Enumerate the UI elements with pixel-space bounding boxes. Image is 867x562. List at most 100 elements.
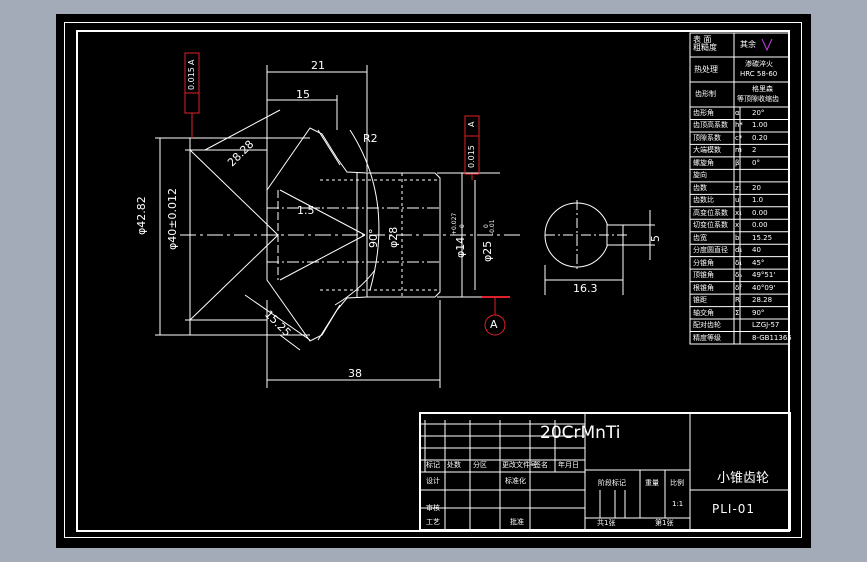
param-value: 0.00 bbox=[752, 208, 768, 217]
dim-angle-90: 90° bbox=[367, 228, 380, 249]
param-name: 轴交角 bbox=[693, 308, 714, 317]
tolerance-datum-right: A bbox=[467, 121, 476, 127]
dim-phi42-82: φ42.82 bbox=[135, 196, 148, 235]
param-symbol: δf bbox=[735, 283, 742, 292]
param-value: 0.00 bbox=[752, 221, 768, 230]
param-value: 1.00 bbox=[752, 121, 768, 130]
param-symbol: α bbox=[735, 109, 740, 117]
tb-design: 设计 bbox=[426, 477, 440, 485]
param-name: 齿顶高系数 bbox=[693, 121, 728, 130]
param-name: 锥距 bbox=[693, 296, 707, 305]
dim-21: 21 bbox=[311, 59, 325, 72]
param-symbol: m bbox=[735, 146, 742, 155]
tb-header-5: 年月日 bbox=[558, 461, 579, 469]
param-value: 20° bbox=[752, 109, 765, 117]
param-name: 切变位系数 bbox=[693, 221, 728, 230]
param-symbol: x₁ bbox=[735, 208, 742, 217]
param-name: 齿宽 bbox=[693, 233, 707, 242]
param-name: 螺旋角 bbox=[693, 158, 714, 167]
part-name: 小锥齿轮 bbox=[717, 471, 770, 486]
drawing-number: PLI-01 bbox=[712, 502, 756, 516]
dim-phi14: φ14 bbox=[454, 236, 467, 258]
param-value: 45° bbox=[752, 258, 765, 267]
param-value: 20 bbox=[752, 183, 761, 192]
param-name: 根锥角 bbox=[693, 283, 714, 292]
param-symbol: Σ bbox=[735, 308, 740, 317]
param-name: 分度圆直径 bbox=[693, 246, 728, 255]
param-symbol: u bbox=[735, 196, 740, 205]
tolerance-datum-left: A bbox=[187, 59, 196, 65]
dim-1-5: 1.5 bbox=[297, 204, 315, 217]
dim-phi28: φ28 bbox=[387, 226, 400, 248]
param-name: 顶隙系数 bbox=[693, 133, 721, 142]
param-symbol: d₁ bbox=[735, 246, 743, 255]
dim-phi25: φ25 bbox=[481, 240, 494, 262]
param-symbol: h* bbox=[735, 121, 743, 130]
param-name: 分锥角 bbox=[693, 258, 714, 267]
param-symbol: R bbox=[735, 296, 740, 305]
tb-process: 工艺 bbox=[426, 518, 440, 526]
tb-header-1: 处数 bbox=[447, 461, 461, 469]
tolerance-frame-left: 0.015 bbox=[187, 67, 196, 90]
param-name: 高变位系数 bbox=[693, 208, 728, 217]
param-symbol: δ₁ bbox=[735, 258, 743, 267]
dim-15: 15 bbox=[296, 88, 310, 101]
param-value: 49°51' bbox=[752, 271, 776, 280]
param-value: 0.20 bbox=[752, 133, 768, 142]
heat-value-1: 渗碳淬火 bbox=[745, 60, 773, 68]
param-header-value-1: 格里森 bbox=[752, 85, 773, 93]
datum-label: A bbox=[490, 318, 498, 331]
param-symbol: z₁ bbox=[735, 183, 742, 192]
param-name: 顶锥角 bbox=[693, 271, 714, 280]
param-value: 15.25 bbox=[752, 233, 773, 242]
roughness-value: 其余 bbox=[740, 40, 756, 49]
param-symbol: δₐ bbox=[735, 271, 743, 280]
param-value: LZGJ-57 bbox=[752, 321, 780, 330]
tb-sheets: 共1张 bbox=[597, 519, 616, 527]
dim-phi14-tol-upper: +0.027 bbox=[451, 212, 458, 235]
dim-5: 5 bbox=[649, 235, 662, 242]
param-symbol: c* bbox=[735, 133, 743, 142]
param-value: 40°09' bbox=[752, 283, 776, 292]
param-symbol: xₜ bbox=[735, 221, 742, 230]
param-name: 精度等级 bbox=[693, 333, 721, 342]
param-header-label: 齿形制 bbox=[695, 90, 716, 98]
param-name: 配对齿轮 bbox=[693, 321, 721, 330]
param-value: 40 bbox=[752, 246, 761, 255]
tb-approve: 批准 bbox=[510, 518, 524, 526]
param-name: 齿数比 bbox=[693, 196, 714, 205]
dim-phi40: φ40±0.012 bbox=[166, 188, 179, 250]
tolerance-frame-right: 0.015 bbox=[467, 145, 476, 168]
param-value: 8-GB11365 bbox=[752, 333, 792, 342]
tb-header-4: 签名 bbox=[534, 461, 548, 469]
param-symbol: b bbox=[735, 233, 740, 242]
tb-header-3: 更改文件号 bbox=[502, 461, 537, 469]
material-text: 20CrMnTi bbox=[540, 423, 621, 443]
param-header-value-2: 等顶隙收缩齿 bbox=[737, 95, 779, 103]
roughness-label: 表 面 粗糙度 bbox=[693, 35, 717, 52]
heat-value-2: HRC 58-60 bbox=[740, 70, 778, 78]
drawing-border-outer bbox=[64, 22, 802, 538]
param-value: 2 bbox=[752, 146, 757, 155]
tb-weight-label: 重量 bbox=[645, 479, 659, 487]
dim-phi25-tol-lower: -0.01 bbox=[489, 219, 496, 235]
tb-header-2: 分区 bbox=[473, 461, 487, 469]
tb-standard: 标准化 bbox=[505, 477, 526, 485]
param-value: 90° bbox=[752, 308, 765, 317]
param-value: 1.0 bbox=[752, 196, 764, 205]
param-symbol: β bbox=[735, 158, 740, 167]
param-value: 28.28 bbox=[752, 296, 773, 305]
tb-scale-label: 比例 bbox=[670, 479, 684, 487]
tb-sheet-no: 第1张 bbox=[655, 519, 674, 527]
tb-review: 审核 bbox=[426, 504, 440, 512]
param-name: 齿形角 bbox=[693, 109, 714, 117]
param-value: 0° bbox=[752, 158, 760, 167]
dim-phi14-tol-lower: 0 bbox=[459, 224, 466, 228]
param-name: 齿数 bbox=[693, 183, 707, 192]
tb-stage-label: 阶段标记 bbox=[598, 479, 626, 487]
dim-16-3: 16.3 bbox=[573, 282, 598, 295]
tb-scale: 1:1 bbox=[672, 500, 684, 508]
param-name: 旋向 bbox=[693, 171, 707, 180]
param-name: 大端模数 bbox=[693, 146, 721, 155]
